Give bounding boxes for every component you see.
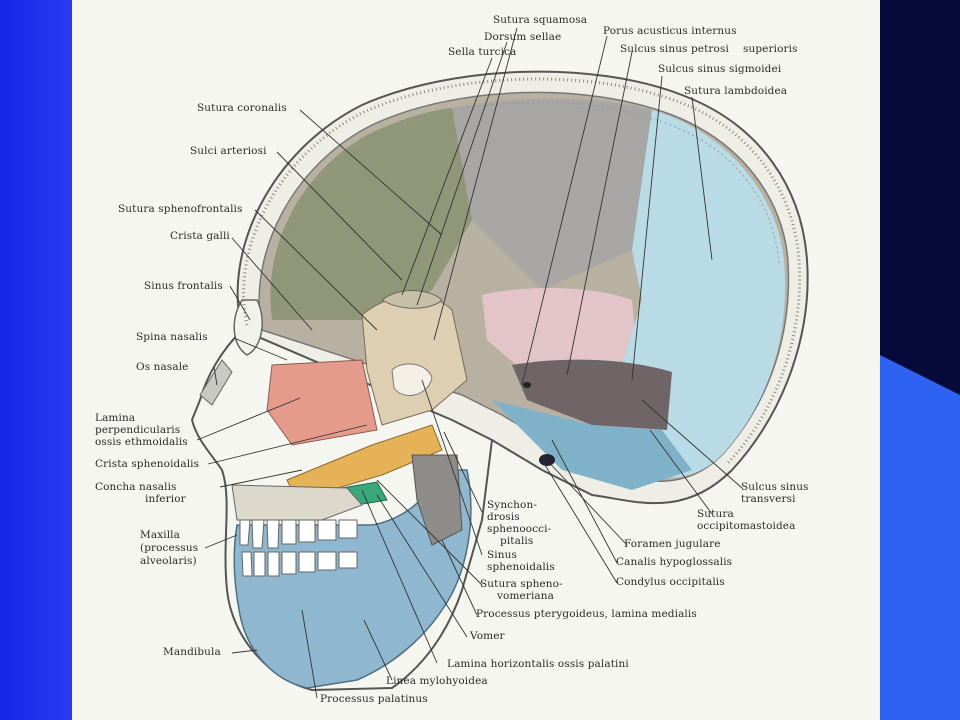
label-porus-acusticus: Porus acusticus internus (603, 25, 737, 37)
label-concha-nasalis-1: Concha nasalis (95, 481, 177, 493)
label-processus-pterygoideus: Processus pterygoideus, lamina medialis (476, 608, 697, 620)
label-sutura-occipitomastoidea-2: occipitomastoidea (697, 520, 796, 532)
slide-frame-left (0, 0, 72, 720)
label-synchondrosis-3: sphenoocci- (487, 523, 552, 535)
label-dorsum-sellae: Dorsum sellae (484, 31, 562, 43)
label-lamina-perpendicularis-3: ossis ethmoidalis (95, 436, 188, 448)
label-sutura-squamosa: Sutura squamosa (493, 14, 588, 26)
label-sulcus-petrosi: Sulcus sinus petrosi (620, 43, 729, 55)
slide-frame-accent (880, 355, 960, 720)
label-canalis-hypoglossalis: Canalis hypoglossalis (616, 556, 733, 568)
label-synchondrosis-2: drosis (487, 511, 520, 523)
label-processus-palatinus: Processus palatinus (320, 693, 428, 705)
label-foramen-jugulare: Foramen jugulare (624, 538, 721, 550)
label-linea-mylohyoidea: Linea mylohyoidea (386, 675, 488, 687)
label-crista-galli: Crista galli (170, 230, 230, 242)
label-sinus-frontalis: Sinus frontalis (144, 280, 223, 292)
label-spina-nasalis: Spina nasalis (136, 331, 208, 343)
label-synchondrosis-4: pitalis (500, 535, 534, 547)
label-sutura-sphenofrontalis: Sutura sphenofrontalis (118, 203, 243, 215)
skull-sagittal-illustration (190, 27, 809, 699)
label-sulcus-transversi-2: transversi (741, 493, 796, 505)
label-sinus-sphenoidalis-2: sphenoidalis (487, 561, 555, 573)
label-maxilla-3: alveolaris) (140, 555, 197, 567)
label-lamina-perpendicularis-2: perpendicularis (95, 424, 181, 436)
label-os-nasale: Os nasale (136, 361, 189, 373)
label-sulcus-sigmoidei: Sulcus sinus sigmoidei (658, 63, 782, 75)
label-synchondrosis-1: Synchon- (487, 499, 537, 511)
label-maxilla-2: (processus (140, 542, 199, 554)
label-vomer: Vomer (470, 630, 505, 642)
label-sutura-lambdoidea: Sutura lambdoidea (684, 85, 788, 97)
label-sella-turcica: Sella turcica (448, 46, 517, 58)
label-condylus-occipitalis: Condylus occipitalis (616, 576, 725, 588)
label-sutura-sphenovomeriana-2: vomeriana (497, 590, 554, 602)
label-mandibula: Mandibula (163, 646, 221, 658)
label-lamina-perpendicularis-1: Lamina (95, 412, 136, 424)
label-concha-nasalis-2: inferior (145, 493, 186, 505)
label-sulcus-transversi-1: Sulcus sinus (741, 481, 809, 493)
label-sutura-sphenovomeriana-1: Sutura spheno- (480, 578, 563, 590)
label-superioris: superioris (743, 43, 798, 55)
label-crista-sphenoidalis: Crista sphenoidalis (95, 458, 200, 470)
label-sinus-sphenoidalis-1: Sinus (487, 549, 517, 561)
label-sutura-occipitomastoidea-1: Sutura (697, 508, 734, 520)
label-sulci-arteriosi: Sulci arteriosi (190, 145, 267, 157)
label-maxilla-1: Maxilla (140, 529, 180, 541)
label-sutura-coronalis: Sutura coronalis (197, 102, 287, 114)
label-lamina-horizontalis: Lamina horizontalis ossis palatini (447, 658, 629, 670)
